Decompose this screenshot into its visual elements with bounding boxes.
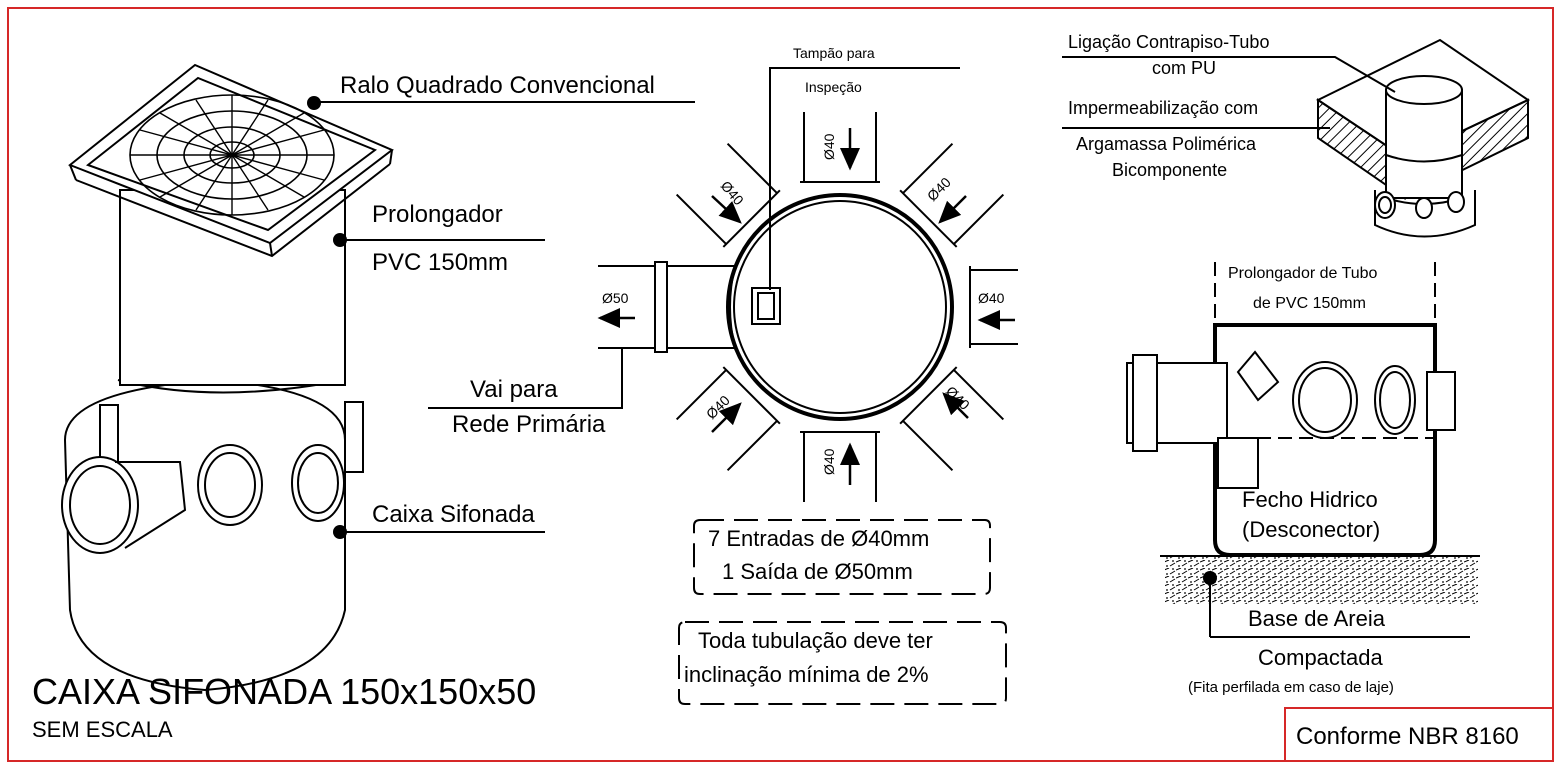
sheet-frame	[7, 7, 1554, 762]
slab-detail	[1316, 38, 1531, 238]
label-base-2: Compactada	[1258, 645, 1384, 670]
scale-note: SEM ESCALA	[32, 717, 173, 742]
label-inspecao: Inspeção	[805, 79, 862, 95]
norma-label: Conforme NBR 8160	[1296, 723, 1519, 750]
label-fecho-1: Fecho Hidrico	[1242, 487, 1378, 512]
leader-dot-prolongador	[333, 233, 347, 247]
label-base-1: Base de Areia	[1248, 606, 1386, 631]
label-imperm-2: Argamassa Polimérica	[1076, 134, 1257, 154]
dim-bottom-left: Ø40	[703, 392, 733, 422]
leader-dot-ralo	[307, 96, 321, 110]
dim-left-50: Ø50	[602, 290, 629, 306]
flow-arrows	[597, 128, 1015, 485]
label-pvc: PVC 150mm	[372, 249, 508, 276]
label-prolong-tubo-1: Prolongador de Tubo	[1228, 265, 1378, 282]
label-tampao: Tampão para	[793, 45, 875, 61]
caixa-3d-drawing	[61, 63, 394, 692]
note-tubulacao-1: Toda tubulação deve ter	[698, 628, 933, 653]
leader-lines-center	[428, 67, 960, 409]
sand-base	[1165, 556, 1478, 604]
norma-box	[1284, 707, 1554, 762]
dim-top-right: Ø40	[924, 174, 954, 204]
label-ligacao-2: com PU	[1152, 58, 1216, 78]
leader-dot-base	[1203, 571, 1217, 585]
leader-dot-caixa	[333, 525, 347, 539]
plan-view	[598, 112, 1018, 502]
leader-lines-slab	[1062, 56, 1396, 129]
label-prolong-tubo-2: de PVC 150mm	[1253, 295, 1366, 312]
label-rede-primaria: Rede Primária	[452, 411, 606, 438]
notes-box-tubulacao	[678, 621, 1007, 705]
label-fecho-2: (Desconector)	[1242, 517, 1380, 542]
note-tubulacao-2: inclinação mínima de 2%	[684, 662, 929, 687]
title: CAIXA SIFONADA 150x150x50	[32, 671, 536, 712]
note-entradas: 7 Entradas de Ø40mm	[708, 526, 929, 551]
label-caixa-sifonada: Caixa Sifonada	[372, 501, 535, 528]
grate-holes	[129, 94, 335, 216]
label-ralo: Ralo Quadrado Convencional	[340, 72, 655, 99]
section-detail	[1126, 262, 1456, 557]
label-fita: (Fita perfilada em caso de laje)	[1188, 679, 1394, 696]
leader-lines-left	[315, 101, 695, 533]
note-saida: 1 Saída de Ø50mm	[722, 559, 913, 584]
dim-top: Ø40	[821, 133, 837, 160]
label-prolongador: Prolongador	[372, 201, 503, 228]
label-ligacao-1: Ligação Contrapiso-Tubo	[1068, 32, 1269, 52]
dim-right: Ø40	[978, 290, 1005, 306]
dim-bottom-right: Ø40	[943, 383, 973, 413]
dim-bottom: Ø40	[821, 448, 837, 475]
notes-box-entradas	[693, 519, 991, 595]
label-vai-para: Vai para	[470, 376, 558, 403]
label-imperm-1: Impermeabilização com	[1068, 98, 1258, 118]
label-imperm-3: Bicomponente	[1112, 160, 1227, 180]
